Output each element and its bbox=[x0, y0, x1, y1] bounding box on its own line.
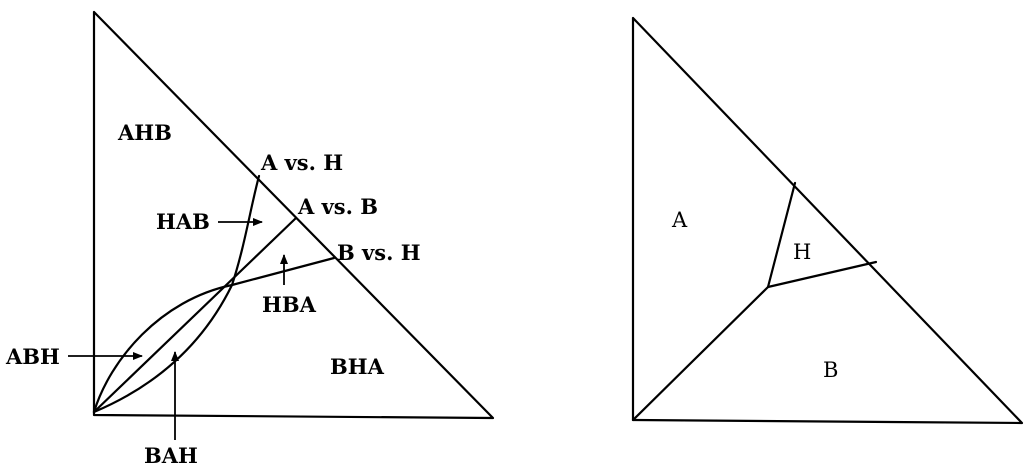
left-triangle-outline bbox=[92, 10, 495, 420]
a-vs-h-curve bbox=[92, 174, 261, 414]
boundary-h-b bbox=[766, 260, 878, 289]
b-vs-h-label: B vs. H bbox=[337, 240, 421, 265]
a-vs-h-label: A vs. H bbox=[260, 150, 343, 175]
region-bah-label: BAH bbox=[144, 443, 198, 465]
region-bha-label: BHA bbox=[330, 354, 385, 379]
right-triangle-outline bbox=[631, 16, 1024, 425]
region-b-label: B bbox=[823, 358, 838, 382]
region-abh-label: ABH bbox=[5, 344, 60, 369]
boundary-a-h bbox=[766, 181, 797, 289]
b-vs-h-curve bbox=[92, 256, 336, 414]
region-a-label: A bbox=[671, 208, 688, 232]
right-diagram: A H B bbox=[631, 16, 1024, 425]
region-hab-label: HAB bbox=[156, 209, 210, 234]
a-vs-b-line bbox=[92, 216, 298, 414]
left-diagram: AHB A vs. H A vs. B B vs. H HAB HBA ABH … bbox=[5, 10, 495, 465]
boundary-a-b bbox=[631, 285, 770, 422]
a-vs-b-label: A vs. B bbox=[297, 194, 378, 219]
region-hba-label: HBA bbox=[262, 292, 317, 317]
region-ahb-label: AHB bbox=[117, 120, 172, 145]
region-h-label: H bbox=[793, 240, 811, 264]
